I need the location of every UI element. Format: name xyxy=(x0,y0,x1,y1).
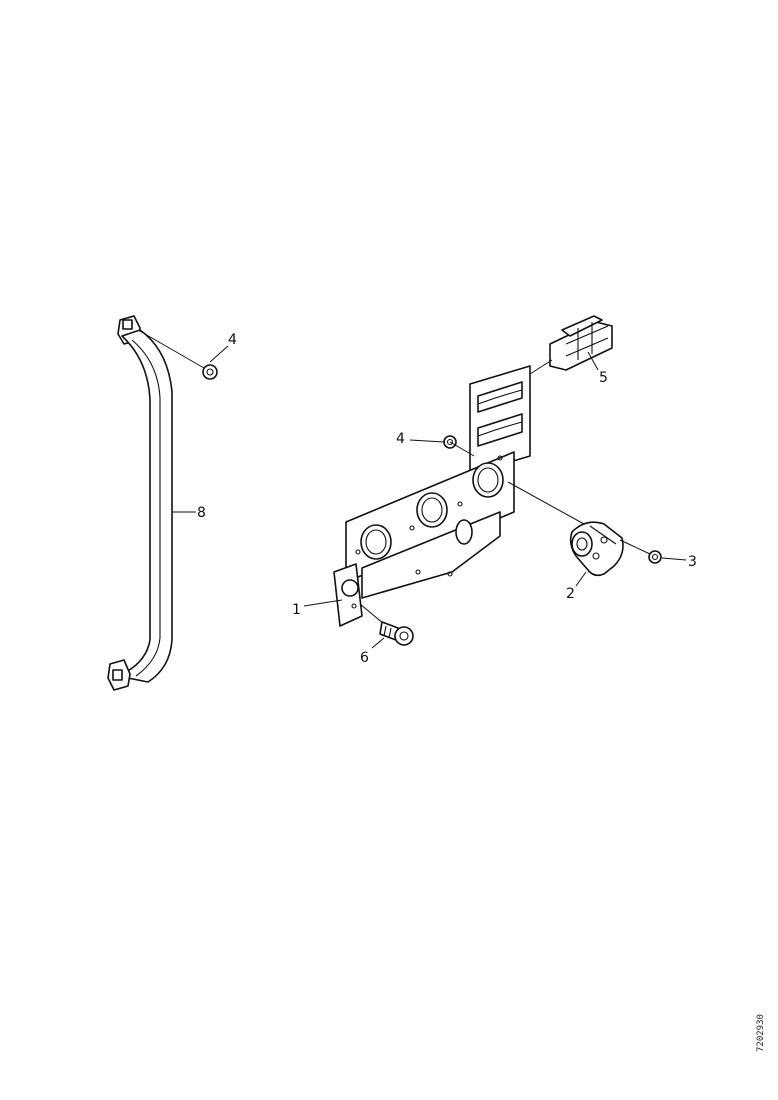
lower-screw xyxy=(359,603,414,646)
panel-bracket xyxy=(333,365,531,627)
slide-clip xyxy=(529,315,613,375)
callout-bracket-screw: 4 xyxy=(396,431,405,447)
rail-screw xyxy=(137,329,218,380)
handle-rail xyxy=(107,315,173,691)
callout-handle-rail: 8 xyxy=(197,505,206,521)
knob-screw xyxy=(619,539,662,564)
drawing-id: 7202930 xyxy=(756,1014,766,1052)
callout-knob-assembly: 2 xyxy=(566,586,575,602)
callout-rail-screw: 4 xyxy=(228,332,237,348)
callout-panel-bracket: 1 xyxy=(292,602,301,618)
callout-slide-clip: 5 xyxy=(599,370,608,386)
callout-knob-screw: 3 xyxy=(688,554,697,570)
knob-assembly xyxy=(507,481,624,577)
callout-lower-screw: 6 xyxy=(360,650,369,666)
